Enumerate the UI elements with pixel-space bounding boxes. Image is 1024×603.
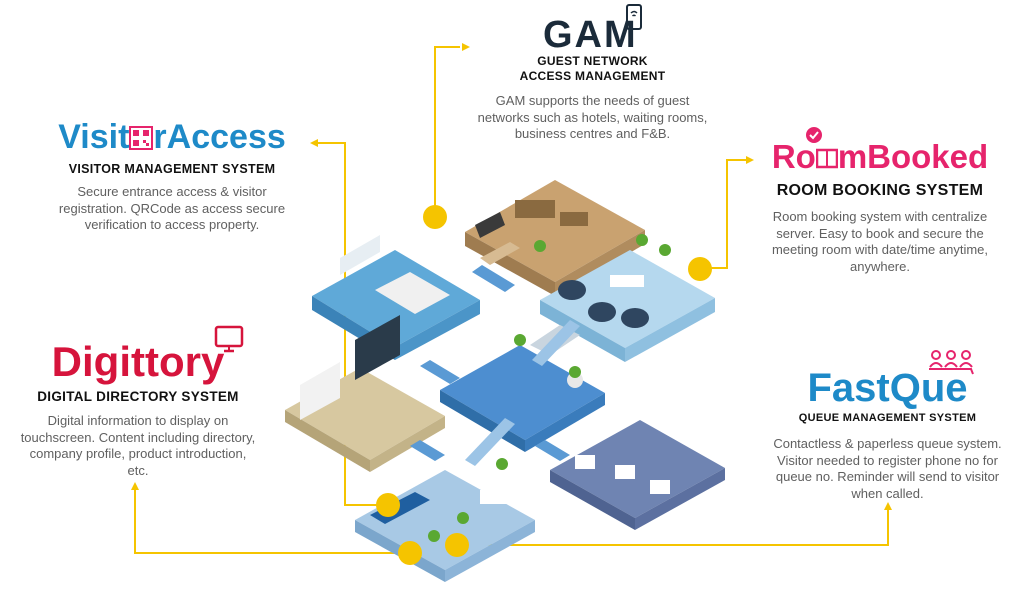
roombooked-desc-line3: meeting room with date/time anytime, bbox=[771, 242, 989, 257]
roombooked-hotspot[interactable] bbox=[688, 257, 712, 281]
plants bbox=[428, 234, 671, 542]
digittory-logo: Digittory bbox=[51, 338, 225, 385]
gam-desc-line3: business centres and F&B. bbox=[514, 126, 671, 141]
fastque-subtitle: QUEUE MANAGEMENT SYSTEM bbox=[798, 412, 977, 424]
roombooked-desc-line4: anywhere. bbox=[850, 258, 910, 274]
connector-gam bbox=[434, 46, 460, 215]
visitor-hotspot[interactable] bbox=[376, 493, 400, 517]
book-check-icon bbox=[806, 127, 822, 143]
gam-subtitle-line2: ACCESS MANAGEMENT bbox=[519, 69, 666, 83]
digittory-desc-line1: Digital information to display on bbox=[47, 413, 229, 428]
roombooked-subtitle: ROOM BOOKING SYSTEM bbox=[776, 182, 984, 199]
fastque-floor bbox=[550, 420, 725, 530]
gam-block: GAM GUEST NETWORK ACCESS MANAGEMENT GAM … bbox=[460, 2, 725, 143]
gam-desc-line2: networks such as hotels, waiting rooms, bbox=[477, 109, 708, 125]
gam-desc-line1: GAM supports the needs of guest bbox=[495, 93, 690, 108]
gam-subtitle-line1: GUEST NETWORK bbox=[537, 54, 648, 68]
visitor-desc-line2: registration. QRCode as access secure bbox=[58, 200, 286, 216]
roombooked-floor bbox=[540, 250, 715, 362]
connector-fastque bbox=[457, 510, 889, 546]
connector-arrowheads bbox=[131, 43, 892, 510]
connector-digittory bbox=[134, 490, 412, 554]
visitor-block: Visit rAccess VISITOR MANAGEMENT SYSTEM … bbox=[32, 120, 312, 234]
stairs bbox=[410, 265, 570, 461]
roombooked-block: Ro mBooked ROOM BOOKING SYSTEM Room book… bbox=[745, 126, 1015, 275]
reception-floor bbox=[355, 470, 535, 582]
visitor-logo-part2: r bbox=[153, 118, 167, 156]
fastque-desc-line3: queue no. Reminder will send to visitor bbox=[775, 469, 1000, 484]
people-queue-icon bbox=[929, 350, 974, 375]
visitor-logo-part3: Access bbox=[166, 118, 286, 156]
roombooked-logo-part2: mBooked bbox=[837, 138, 989, 175]
escalators bbox=[465, 320, 580, 466]
qr-code-icon bbox=[129, 126, 154, 150]
digittory-floor bbox=[285, 315, 445, 472]
fastque-desc-line1: Contactless & paperless queue system. bbox=[773, 436, 1002, 451]
smartphone-wifi-icon bbox=[626, 4, 642, 30]
gam-hotspot[interactable] bbox=[423, 205, 447, 229]
gam-logo: GAM bbox=[543, 14, 638, 56]
fastque-desc-line2: Visitor needed to register phone no for bbox=[777, 452, 998, 468]
connector-lines bbox=[134, 46, 889, 554]
monitor-icon bbox=[214, 325, 244, 353]
fastque-desc-line4: when called. bbox=[851, 485, 924, 501]
fastque-block: FastQue QUEUE MANAGEMENT SYSTEM Contactl… bbox=[755, 348, 1020, 502]
digittory-block: Digittory DIGITAL DIRECTORY SYSTEM Digit… bbox=[8, 325, 268, 479]
digittory-hotspot[interactable] bbox=[398, 541, 422, 565]
open-book-icon bbox=[815, 148, 839, 169]
digittory-desc-line4: etc. bbox=[127, 462, 149, 478]
roombooked-desc-line1: Room booking system with centralize bbox=[772, 209, 988, 224]
fastque-hotspot[interactable] bbox=[445, 533, 469, 557]
visitor-subtitle: VISITOR MANAGEMENT SYSTEM bbox=[68, 162, 276, 176]
roombooked-logo: Ro mBooked bbox=[745, 140, 1015, 178]
visitor-desc-line3: verification to access property. bbox=[84, 217, 260, 232]
connector-room bbox=[700, 159, 748, 269]
fastque-logo: FastQue bbox=[807, 366, 968, 410]
roombooked-desc-line2: server. Easy to book and secure the bbox=[776, 225, 984, 241]
digittory-desc-line2: touchscreen. Content including directory… bbox=[20, 429, 256, 445]
visitor-logo-part1: Visit bbox=[58, 118, 130, 156]
digittory-subtitle: DIGITAL DIRECTORY SYSTEM bbox=[37, 389, 239, 404]
digittory-desc-line3: company profile, product introduction, bbox=[29, 446, 247, 461]
visitor-logo: Visit rAccess bbox=[32, 120, 312, 160]
roombooked-logo-part1: Ro bbox=[771, 138, 816, 175]
visitor-desc-line1: Secure entrance access & visitor bbox=[77, 184, 267, 199]
